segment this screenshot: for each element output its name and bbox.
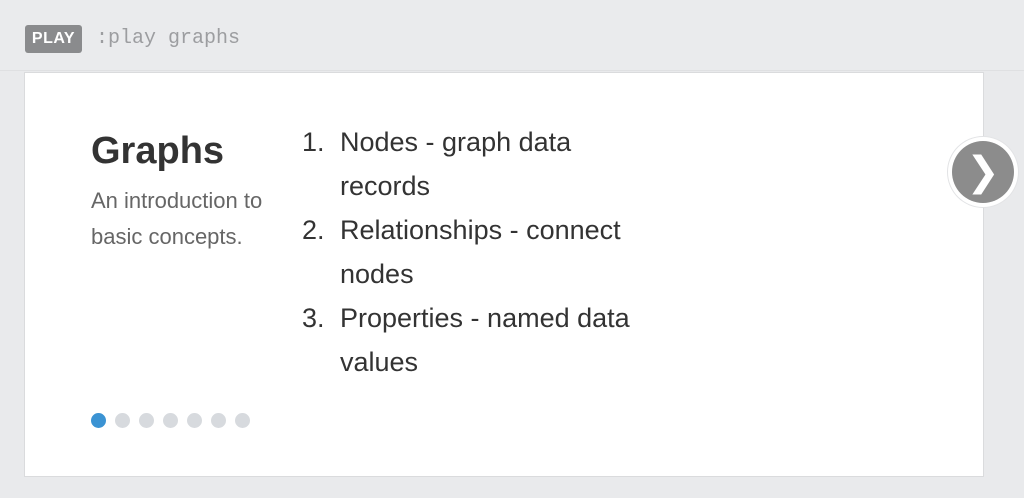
pagination-dot-5[interactable] [187, 413, 202, 428]
carousel-pagination [91, 413, 250, 428]
guide-card: Graphs An introduction to basic concepts… [24, 72, 984, 477]
slide-title: Graphs [91, 130, 225, 172]
list-item-number: 3. [302, 303, 325, 333]
slide-subtitle: An introduction to basic concepts. [91, 188, 263, 249]
chevron-right-icon: ❯ [952, 141, 1014, 203]
pagination-dot-2[interactable] [115, 413, 130, 428]
command-text[interactable]: :play graphs [96, 27, 241, 50]
steps-list: 1. Nodes - graph data records 2. Relatio… [302, 120, 662, 384]
list-item-text: Relationships - connect nodes [340, 215, 621, 289]
play-badge: PLAY [25, 25, 82, 53]
pagination-dot-1[interactable] [91, 413, 106, 428]
list-item-text: Properties - named data values [340, 303, 630, 377]
frame-header: PLAY :play graphs [0, 0, 1024, 71]
list-item-number: 1. [302, 127, 325, 157]
list-item: 3. Properties - named data values [302, 296, 662, 384]
list-item-text: Nodes - graph data records [340, 127, 572, 201]
pagination-dot-7[interactable] [235, 413, 250, 428]
pagination-dot-6[interactable] [211, 413, 226, 428]
pagination-dot-4[interactable] [163, 413, 178, 428]
list-item-number: 2. [302, 215, 325, 245]
pagination-dot-3[interactable] [139, 413, 154, 428]
list-item: 1. Nodes - graph data records [302, 120, 662, 208]
list-item: 2. Relationships - connect nodes [302, 208, 662, 296]
next-slide-button[interactable]: ❯ [948, 137, 1018, 207]
